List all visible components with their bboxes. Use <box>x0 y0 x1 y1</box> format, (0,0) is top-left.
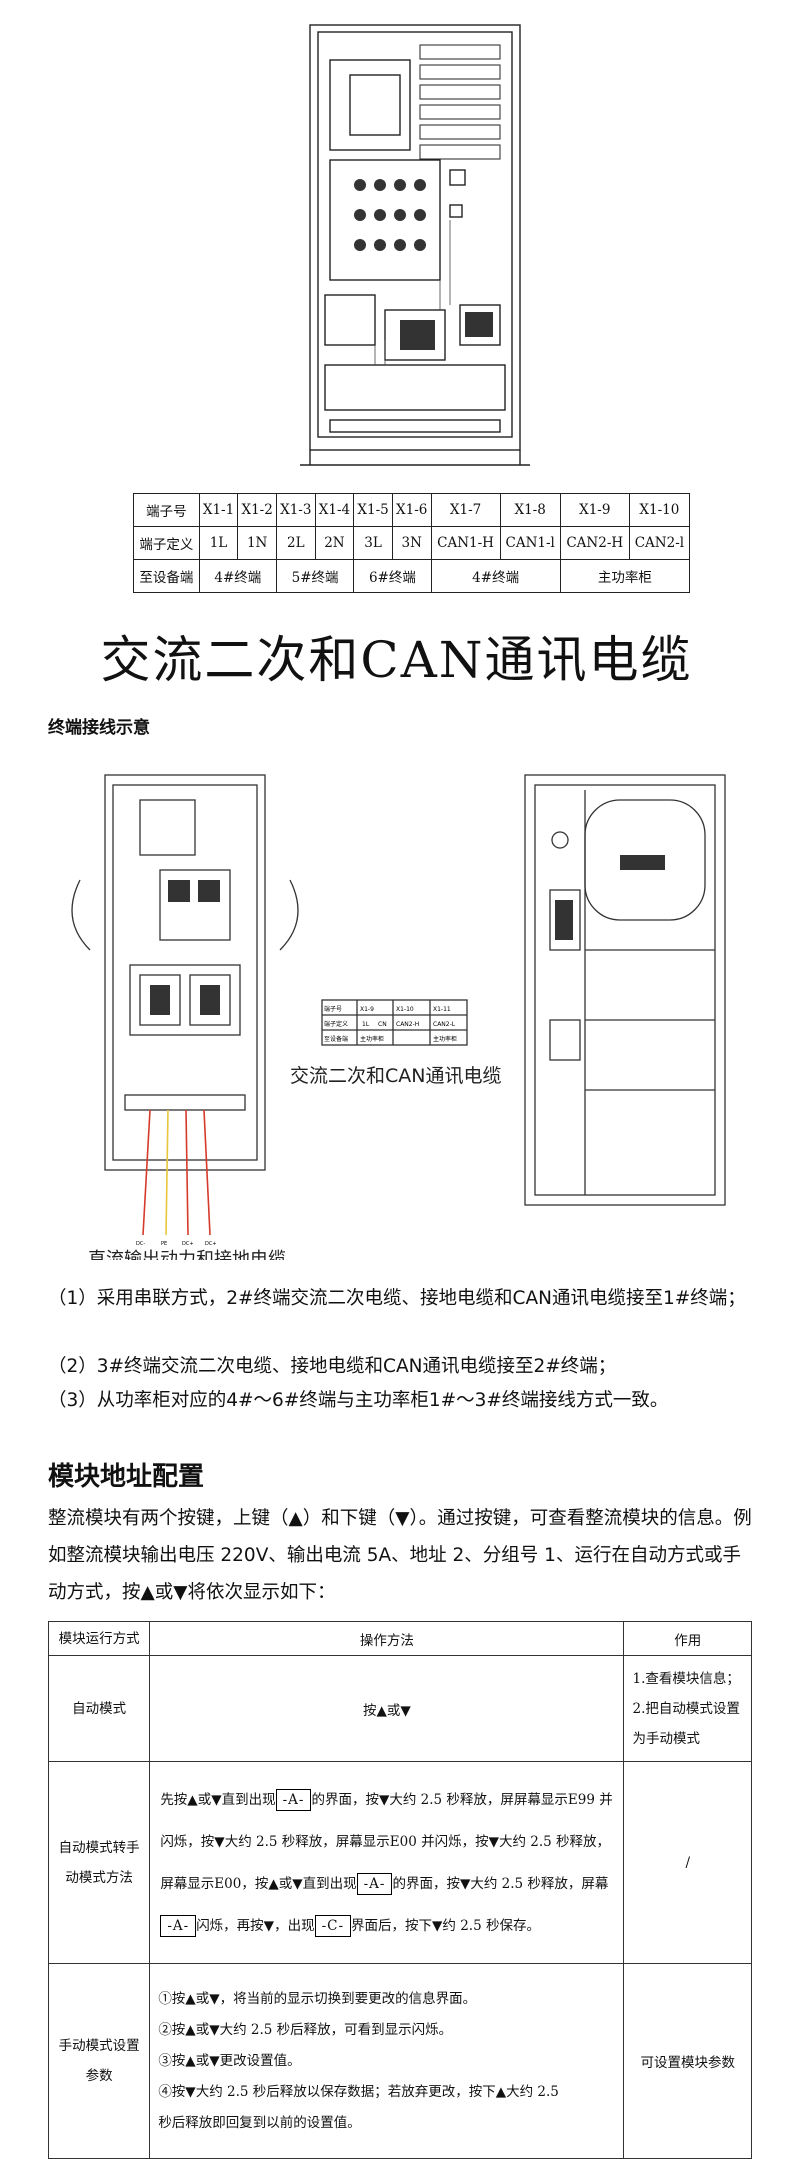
table-cell: 3L <box>353 526 393 560</box>
mode-table: 模块运行方式 操作方法 作用 自动模式 按▲或▼ 1.查看模块信息；2.把自动模… <box>47 1621 752 2159</box>
step-item: ②按▲或▼大约 2.5 秒后释放，可看到显示闪烁。 <box>158 2021 453 2038</box>
table-row: 端子号 X1-1 X1-2 X1-3 X1-4 X1-5 X1-6 X1-7 X… <box>133 493 691 527</box>
mini-table-cell: CN <box>378 1021 387 1028</box>
note-2: （2）3#终端交流二次电缆、接地电缆和CAN通讯电缆接至2#终端； <box>48 1356 617 1377</box>
main-title: 交流二次和CAN通讯电缆 <box>100 631 693 689</box>
center-caption: 交流二次和CAN通讯电缆 <box>290 1065 501 1087</box>
mini-table-cell: X1-9 <box>360 1006 374 1013</box>
method-cell: 先按▲或▼直到出现-A-的界面，按▼大约 2.5 秒释放，屏屏幕显示E99 并闪… <box>149 1761 625 1964</box>
display-code-a: -A- <box>275 1788 312 1811</box>
step-item: ③按▲或▼更改设置值。 <box>158 2052 301 2069</box>
display-code-a: -A- <box>160 1914 197 1937</box>
table-cell: CAN2-H <box>559 526 630 560</box>
table-cell: X1-10 <box>628 493 691 527</box>
section-subtitle: 终端接线示意 <box>48 718 150 738</box>
table-cell: X1-6 <box>391 493 432 527</box>
table-cell: 6#终端 <box>353 559 432 593</box>
method-text: 闪烁，再按▼，出现 <box>196 1917 315 1934</box>
table-row: 至设备端 4#终端 5#终端 6#终端 4#终端 主功率柜 <box>133 559 691 593</box>
header-cell: 模块运行方式 <box>47 1621 151 1656</box>
table-row: 端子定义 1L 1N 2L 2N 3L 3N CAN1-H CAN1-l CAN… <box>133 526 691 560</box>
mini-table-cell: 1L <box>362 1021 370 1028</box>
table-row: 自动模式 按▲或▼ 1.查看模块信息；2.把自动模式设置为手动模式 <box>47 1655 752 1762</box>
table-cell: CAN2-l <box>628 526 691 560</box>
method-text: 的界面，按▼大约 2.5 秒释放，屏屏幕显示E99 并闪烁，按▼大约 2.5 秒… <box>160 1791 613 1892</box>
table-cell: 4#终端 <box>430 559 561 593</box>
method-text: 先按▲或▼直到出现 <box>160 1791 276 1808</box>
table-cell: 至设备端 <box>133 559 200 593</box>
table-cell: X1-9 <box>559 493 630 527</box>
table-header-row: 模块运行方式 操作方法 作用 <box>47 1621 752 1656</box>
table-cell: 端子定义 <box>133 526 200 560</box>
mini-table-cell: CAN2-H <box>396 1021 419 1028</box>
display-code-a: -A- <box>356 1872 393 1895</box>
method-text: 界面后，按下▼约 2.5 秒保存。 <box>351 1917 540 1934</box>
mini-table-cell: 至设备端 <box>324 1035 348 1043</box>
table-cell: X1-7 <box>430 493 501 527</box>
left-caption: 直流输出动力和接地电缆 <box>88 1249 286 1260</box>
mini-table-cell: 主功率柜 <box>360 1035 384 1043</box>
wire-label: PE <box>161 1241 167 1247</box>
display-code-c: -C- <box>314 1914 352 1937</box>
mini-table-cell: X1-11 <box>433 1006 451 1013</box>
terminal-table: 端子号 X1-1 X1-2 X1-3 X1-4 X1-5 X1-6 X1-7 X… <box>133 493 691 593</box>
mini-table-cell: 端子号 <box>324 1005 342 1013</box>
mode-cell: 自动模式 <box>47 1655 151 1762</box>
table-cell: X1-5 <box>353 493 393 527</box>
wire-label: DC+ <box>182 1241 194 1247</box>
table-row: 自动模式转手动模式方法 先按▲或▼直到出现-A-的界面，按▼大约 2.5 秒释放… <box>47 1761 752 1964</box>
effect-cell: 1.查看模块信息；2.把自动模式设置为手动模式 <box>623 1655 752 1762</box>
effect-cell: / <box>623 1761 752 1964</box>
table-cell: 1L <box>198 526 239 560</box>
mini-table-cell: 端子定义 <box>324 1020 348 1028</box>
table-cell: CAN1-l <box>499 526 561 560</box>
wiring-diagram: DC- PE DC+ DC+ 端子号 X1-9 X1-10 X1-11 端子定义… <box>71 774 726 1260</box>
table-cell: X1-4 <box>314 493 355 527</box>
wire-label: DC- <box>136 1241 145 1247</box>
step-item: ①按▲或▼，将当前的显示切换到要更改的信息界面。 <box>158 1990 477 2007</box>
table-cell: 3N <box>391 526 432 560</box>
header-cell: 作用 <box>623 1621 752 1656</box>
mini-table-cell: 主功率柜 <box>433 1035 457 1043</box>
header-cell: 操作方法 <box>149 1621 625 1656</box>
table-cell: CAN1-H <box>430 526 501 560</box>
note-3: （3）从功率柜对应的4#～6#终端与主功率柜1#～3#终端接线方式一致。 <box>48 1390 669 1411</box>
wire-label: DC+ <box>205 1241 217 1247</box>
table-cell: X1-3 <box>275 493 316 527</box>
table-cell: 2N <box>314 526 355 560</box>
note-1: （1）采用串联方式，2#终端交流二次电缆、接地电缆和CAN通讯电缆接至1#终端； <box>48 1288 746 1309</box>
table-cell: 4#终端 <box>198 559 277 593</box>
table-cell: 端子号 <box>133 493 200 527</box>
table-row: 手动模式设置参数 ①按▲或▼，将当前的显示切换到要更改的信息界面。 ②按▲或▼大… <box>47 1963 752 2159</box>
table-cell: X1-2 <box>237 493 277 527</box>
method-cell: ①按▲或▼，将当前的显示切换到要更改的信息界面。 ②按▲或▼大约 2.5 秒后释… <box>149 1963 625 2159</box>
method-text: 的界面，按▼大约 2.5 秒释放，屏幕 <box>392 1875 609 1892</box>
method-cell: 按▲或▼ <box>149 1655 625 1762</box>
mode-cell: 自动模式转手动模式方法 <box>47 1761 151 1964</box>
intro-paragraph: 整流模块有两个按键，上键（▲）和下键（▼）。通过按键，可查看整流模块的信息。例如… <box>48 1508 752 1603</box>
effect-cell: 可设置模块参数 <box>623 1963 752 2159</box>
table-cell: 2L <box>275 526 316 560</box>
table-cell: 5#终端 <box>275 559 355 593</box>
table-cell: 1N <box>237 526 277 560</box>
mini-table-cell: X1-10 <box>396 1006 414 1013</box>
section-heading: 模块地址配置 <box>48 1462 205 1492</box>
mini-table-cell: CAN2-L <box>433 1021 456 1028</box>
table-cell: X1-1 <box>198 493 239 527</box>
table-cell: X1-8 <box>499 493 561 527</box>
cabinet-drawing <box>300 24 530 466</box>
step-item: 秒后释放即回复到以前的设置值。 <box>158 2114 361 2131</box>
mode-cell: 手动模式设置参数 <box>47 1963 151 2159</box>
table-cell: 主功率柜 <box>559 559 691 593</box>
step-item: ④按▼大约 2.5 秒后释放以保存数据；若放弃更改，按下▲大约 2.5 <box>158 2083 559 2100</box>
